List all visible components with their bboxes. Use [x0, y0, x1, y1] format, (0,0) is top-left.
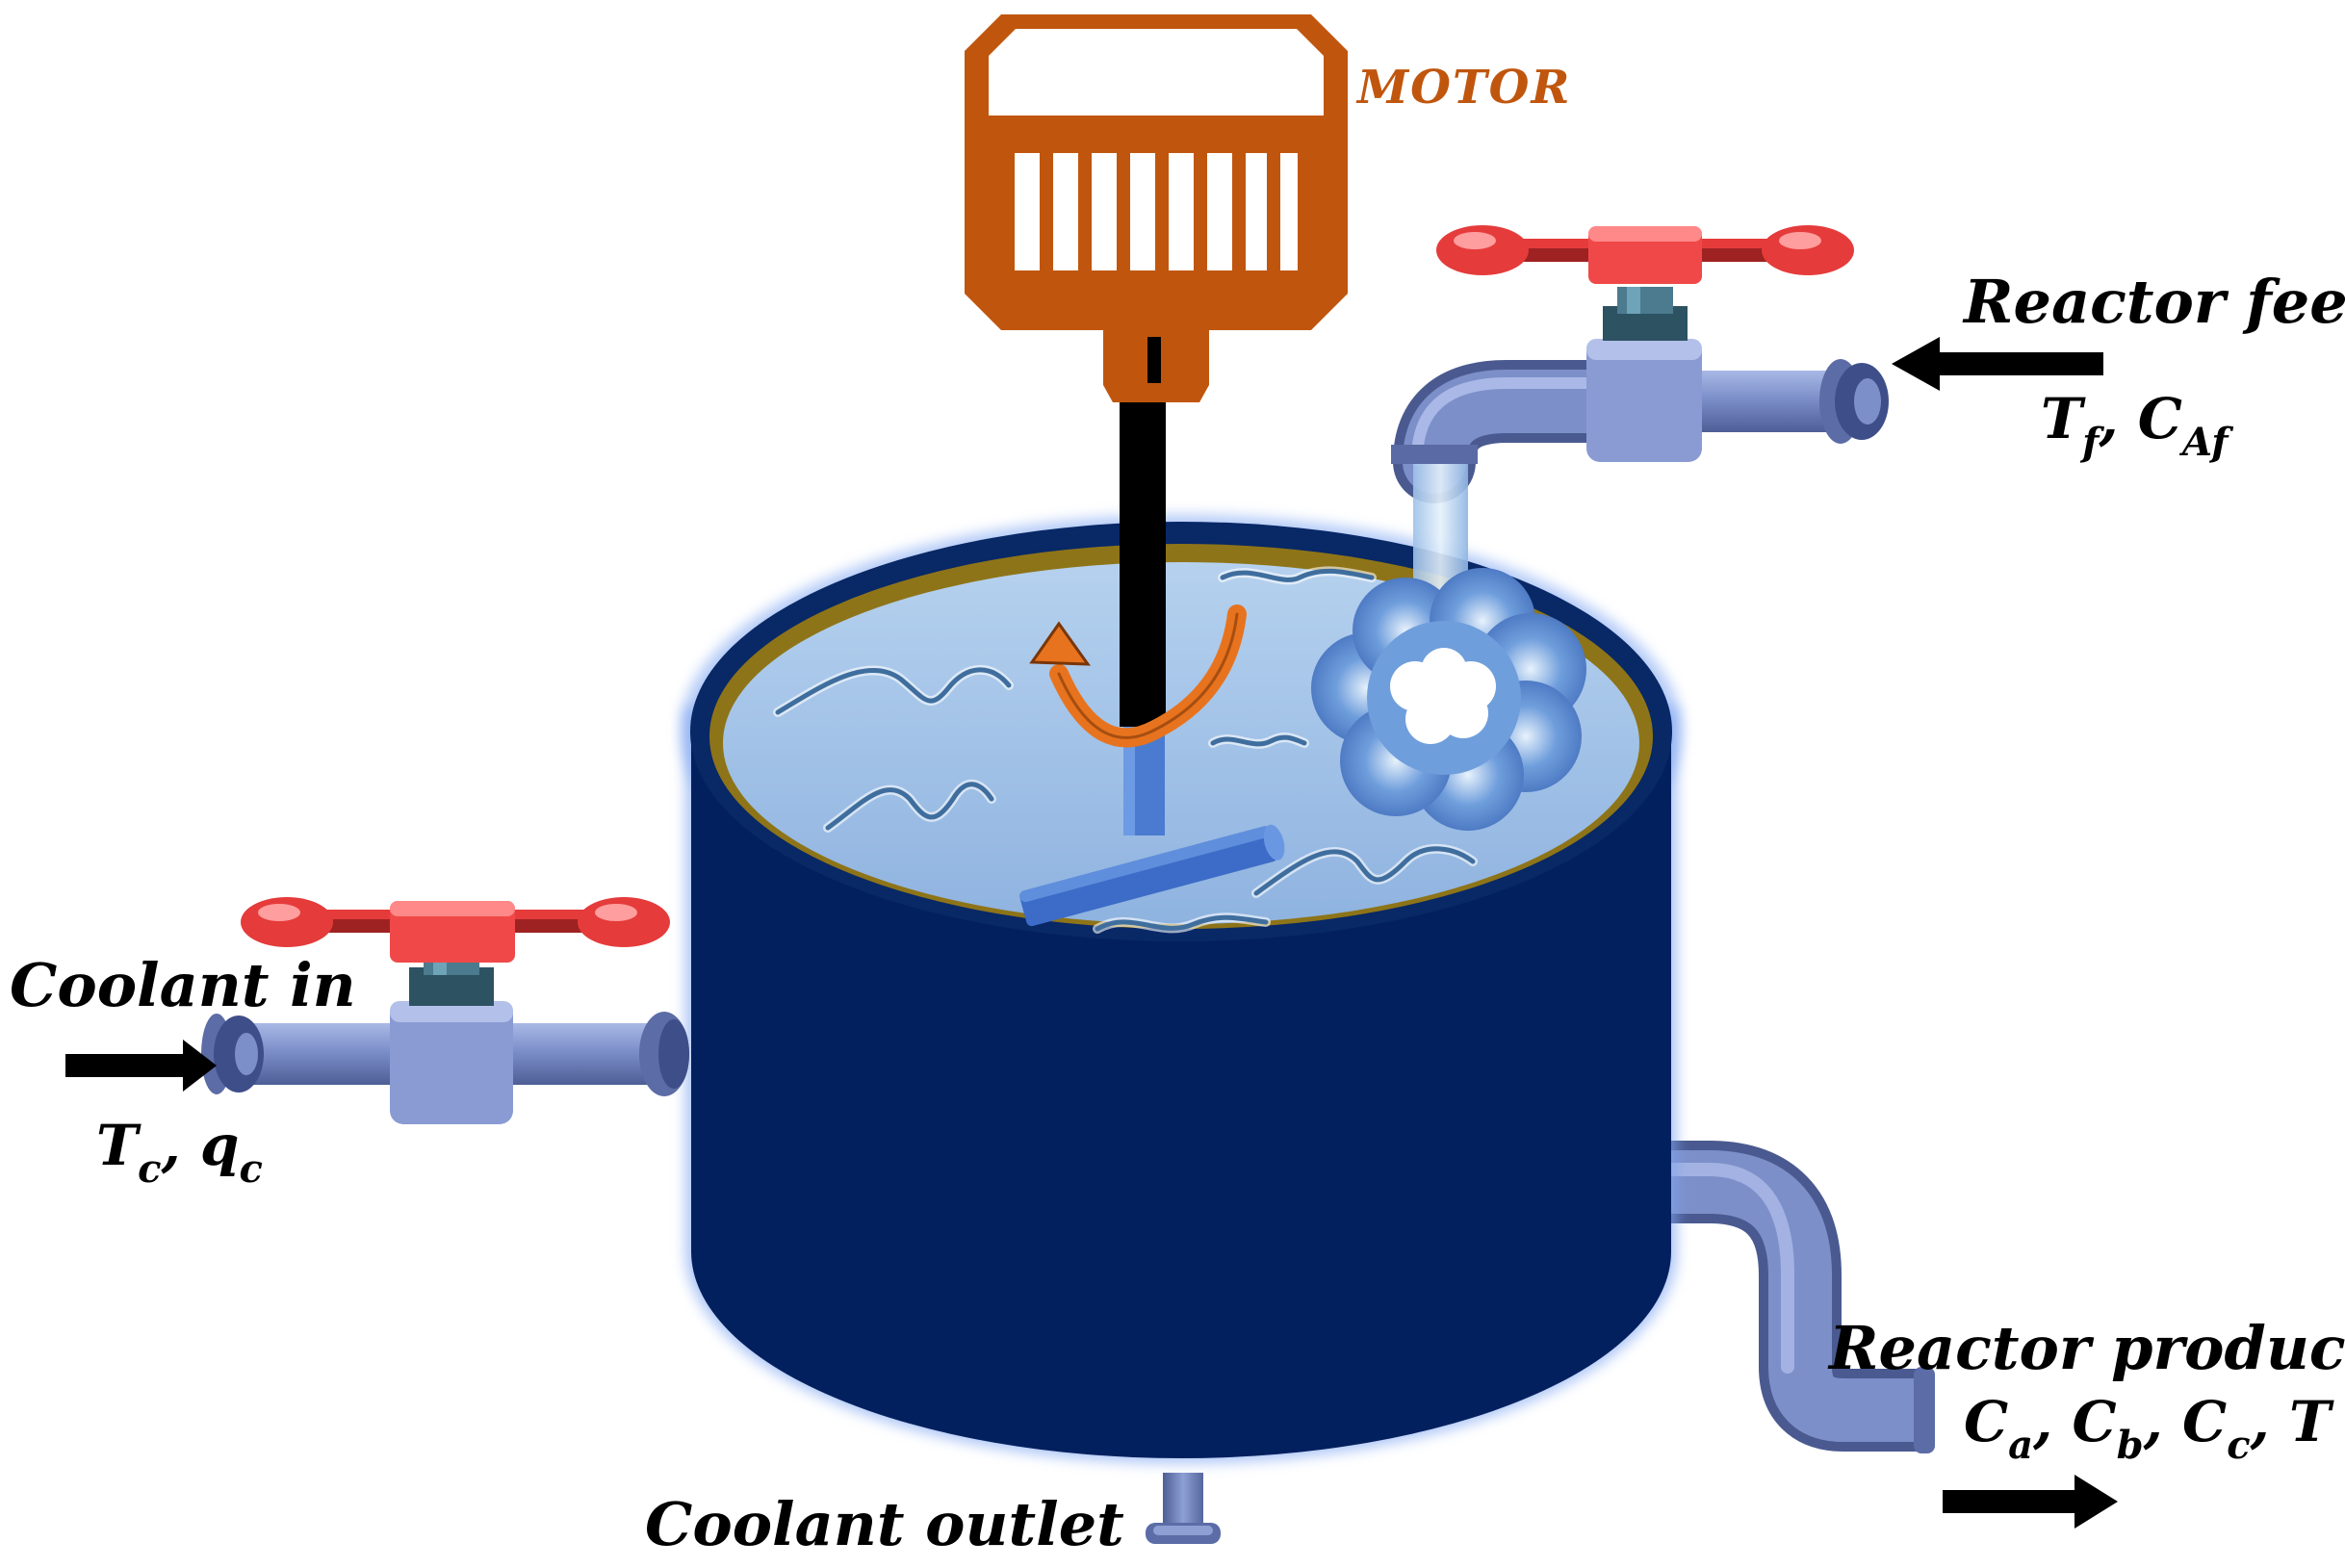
coolant-outlet-label: Coolant outlet — [645, 1489, 1124, 1559]
motor-vents — [1001, 140, 1311, 284]
coolant-variables-label: Tc, qc — [96, 1113, 263, 1192]
flow-arrow-icon — [65, 337, 2118, 1529]
agitator — [1019, 395, 1285, 927]
product-arrow-head — [2074, 1475, 2118, 1529]
reactor-tank — [681, 515, 1682, 1464]
feed-arrow-shaft — [1935, 352, 2103, 375]
product-outlet-pipe — [1630, 1141, 1935, 1453]
product-variables-label: Ca, Cb, Cc, T — [1964, 1389, 2334, 1468]
reactor-product-label: Reactor product — [1827, 1313, 2345, 1383]
coolant-outlet-pipe — [1146, 1473, 1221, 1544]
coolant-in-label: Coolant in — [10, 950, 356, 1020]
rotation-arrow-icon — [1029, 604, 1247, 748]
shaft — [1120, 395, 1166, 727]
coolant-in-arrow-shaft — [65, 1054, 200, 1077]
coolant-valve[interactable] — [241, 897, 670, 1124]
feed-variables-label: Tf, CAf — [2041, 386, 2233, 465]
impeller-blade — [1019, 824, 1285, 927]
feed-stream — [1311, 464, 1586, 831]
reactor-feed-label: Reactor feed — [1962, 267, 2345, 337]
liquid-waves — [773, 566, 1478, 934]
feed-arrow-head — [1892, 337, 1940, 391]
product-arrow-shaft — [1943, 1490, 2077, 1513]
splash — [1311, 568, 1586, 831]
feed-pipe — [1391, 359, 1889, 503]
coolant-in-arrow-head — [183, 1040, 217, 1092]
motor-label: MOTOR — [1355, 61, 1571, 115]
motor-icon — [965, 14, 1348, 402]
feed-valve[interactable] — [1436, 225, 1854, 462]
